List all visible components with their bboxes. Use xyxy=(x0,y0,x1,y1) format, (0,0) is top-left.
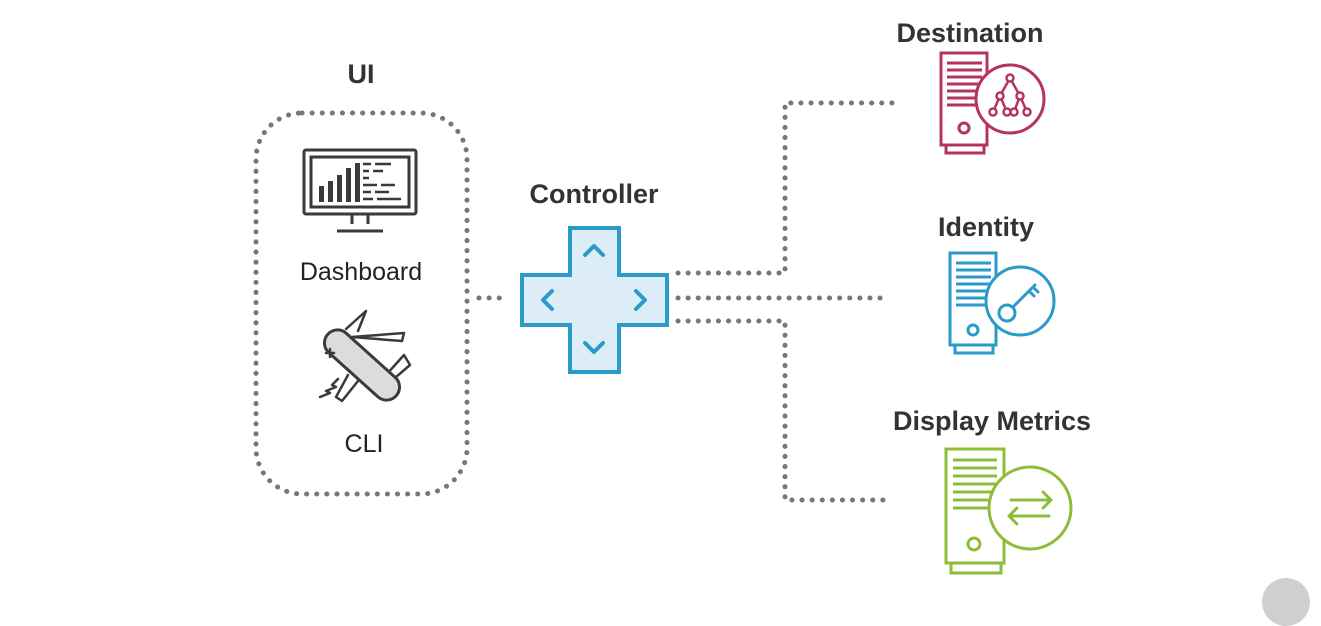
monitor-chart-icon xyxy=(302,148,418,233)
swiss-army-knife-icon xyxy=(318,309,412,403)
server-exchange-icon xyxy=(944,447,1073,575)
controller-title: Controller xyxy=(529,179,659,209)
destination-label: Destination xyxy=(896,18,1044,48)
ui-group-border xyxy=(253,110,470,497)
server-tree-icon xyxy=(939,51,1046,155)
dpad-icon xyxy=(520,226,669,374)
display-metrics-label: Display Metrics xyxy=(892,406,1092,436)
ui-group-title: UI xyxy=(347,59,375,89)
identity-label: Identity xyxy=(937,212,1035,242)
next-button[interactable] xyxy=(1262,578,1310,626)
connectors xyxy=(253,100,896,503)
cli-label: CLI xyxy=(344,430,384,458)
dashboard-label: Dashboard xyxy=(299,258,423,286)
controller-to-display-metrics-connector xyxy=(675,318,887,503)
controller-to-destination-connector xyxy=(675,100,896,276)
server-key-icon xyxy=(948,251,1056,355)
